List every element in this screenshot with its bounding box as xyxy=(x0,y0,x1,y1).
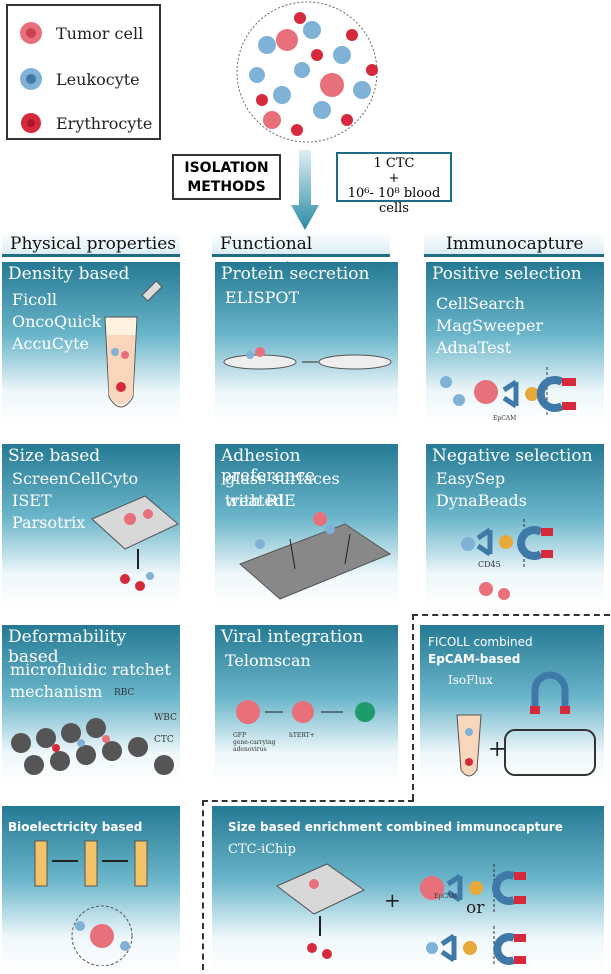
method-item: IsoFlux xyxy=(448,673,493,687)
card-title: Deformability based xyxy=(8,627,127,667)
method-item: CellSearch xyxy=(436,294,525,313)
epcam-label: EpCAM xyxy=(493,415,517,422)
htert-label: hTERT+ xyxy=(289,732,315,739)
card-ficoll-combined: FICOLL combined EpCAM-based IsoFlux + xyxy=(420,625,604,785)
card-density-based: Density based Ficoll OncoQuick AccuCyte xyxy=(2,262,180,424)
method-item: MagSweeper xyxy=(436,316,544,335)
wbc-label: WBC xyxy=(154,713,177,723)
method-item: AccuCyte xyxy=(12,334,89,353)
method-item: with RIE xyxy=(225,491,296,510)
elispot-plate-icon xyxy=(223,347,392,370)
ctc-label: CTC xyxy=(154,735,174,745)
isolation-methods-label: ISOLATION METHODS xyxy=(172,154,281,200)
legend-box: Tumor cell Leukocyte Erythrocyte xyxy=(6,4,161,140)
card-protein-secretion: Protein secretion ELISPOT xyxy=(215,262,398,424)
blood-sample-circle xyxy=(236,1,378,143)
plus-sign: + xyxy=(488,737,507,762)
method-item: AdnaTest xyxy=(436,338,512,357)
positive-selection-graphic xyxy=(440,367,576,417)
down-arrow-icon xyxy=(291,150,319,230)
method-item: Parsotrix xyxy=(12,513,86,532)
card-title: Positive selection xyxy=(432,264,582,284)
rbc-label: RBC xyxy=(114,688,135,698)
card-positive-selection: Positive selection CellSearch MagSweeper… xyxy=(426,262,604,424)
card-title: Size based enrichment combined immunocap… xyxy=(228,820,563,834)
tumor-cell-icon xyxy=(20,22,42,44)
negative-selection-graphic xyxy=(461,519,553,600)
method-item: DynaBeads xyxy=(436,491,527,510)
isolation-label-line1: ISOLATION xyxy=(184,160,269,176)
method-item: mechanism xyxy=(10,682,103,701)
dashed-divider-vertical-lower xyxy=(202,800,204,970)
rie-surface-icon xyxy=(239,512,392,600)
method-item: CTC-iChip xyxy=(228,842,296,857)
method-item: ISET xyxy=(12,491,52,510)
method-item: ELISPOT xyxy=(225,288,300,307)
column-header-immuno: Immunocapture xyxy=(424,232,604,257)
card-title: Viral integration xyxy=(221,627,364,647)
ratio-line1: 1 CTC xyxy=(373,156,415,171)
legend-label-erythrocyte: Erythrocyte xyxy=(56,113,153,133)
ratchet-mechanism-icon xyxy=(11,718,174,775)
method-item: Ficoll xyxy=(12,290,58,309)
bioelectricity-graphic xyxy=(34,840,148,966)
ratio-plus: + xyxy=(388,171,400,186)
card-title: Size based xyxy=(8,446,101,466)
ratio-line3: 10⁶- 10⁸ blood cells xyxy=(347,186,441,216)
gfp-label-3: adenovirus xyxy=(233,746,267,753)
card-title: Adhesion preference xyxy=(221,446,316,486)
dashed-divider-vertical xyxy=(412,614,414,800)
leukocyte-icon xyxy=(20,68,42,90)
plus-sign: + xyxy=(384,888,401,912)
card-title: Density based xyxy=(8,264,130,284)
legend-row-leukocyte: Leukocyte xyxy=(18,66,140,92)
method-item: EasySep xyxy=(436,469,506,488)
size-immuno-graphic xyxy=(276,863,526,966)
legend-row-tumor: Tumor cell xyxy=(18,20,143,46)
ctc-ratio-box: 1 CTC + 10⁶- 10⁸ blood cells xyxy=(336,152,452,216)
card-title: Bioelectricity based xyxy=(8,820,143,834)
epcam-label: EpCAM xyxy=(434,893,458,900)
card-viral-integration: Viral integration Telomscan GFP gene-car… xyxy=(215,625,398,785)
card-bioelectricity-based: Bioelectricity based xyxy=(2,806,180,970)
cd45-label: CD45 xyxy=(478,560,501,569)
method-item: microfluidic ratchet xyxy=(10,660,171,679)
card-title-line1: FICOLL combined xyxy=(428,635,533,649)
card-title-line2: EpCAM-based xyxy=(428,652,521,666)
or-label: or xyxy=(466,898,485,918)
card-title: Negative selection xyxy=(432,446,593,466)
ficoll-magnet-graphic xyxy=(456,671,596,777)
dashed-divider-bottom xyxy=(202,800,414,802)
legend-label-tumor: Tumor cell xyxy=(56,23,144,43)
card-size-immuno-combined: Size based enrichment combined immunocap… xyxy=(212,806,604,970)
test-tube-icon xyxy=(104,280,163,408)
method-item: glass surfaces treated xyxy=(225,469,340,510)
gfp-label-1: GFP xyxy=(233,732,246,739)
gfp-label-2: gene-carrying xyxy=(233,739,276,746)
card-deformability-based: Deformability based microfluidic ratchet… xyxy=(2,625,180,785)
viral-integration-graphic xyxy=(236,700,375,724)
card-adhesion-preference: Adhesion preference glass surfaces treat… xyxy=(215,444,398,606)
method-item: OncoQuick xyxy=(12,312,102,331)
erythrocyte-icon xyxy=(21,113,41,133)
card-size-based: Size based ScreenCellCyto ISET Parsotrix xyxy=(2,444,180,606)
filter-plate-icon xyxy=(91,495,179,591)
card-title: Protein secretion xyxy=(221,264,370,284)
column-header-functional: Functional properties xyxy=(212,232,390,279)
column-header-physical: Physical properties xyxy=(2,232,180,257)
method-item: ScreenCellCyto xyxy=(12,469,139,488)
legend-label-leukocyte: Leukocyte xyxy=(56,69,140,89)
legend-row-erythrocyte: Erythrocyte xyxy=(18,110,152,136)
dashed-divider-top xyxy=(412,614,610,616)
method-item: Telomscan xyxy=(225,651,311,670)
card-negative-selection: Negative selection EasySep DynaBeads CD4… xyxy=(426,444,604,606)
isolation-label-line2: METHODS xyxy=(187,179,266,195)
